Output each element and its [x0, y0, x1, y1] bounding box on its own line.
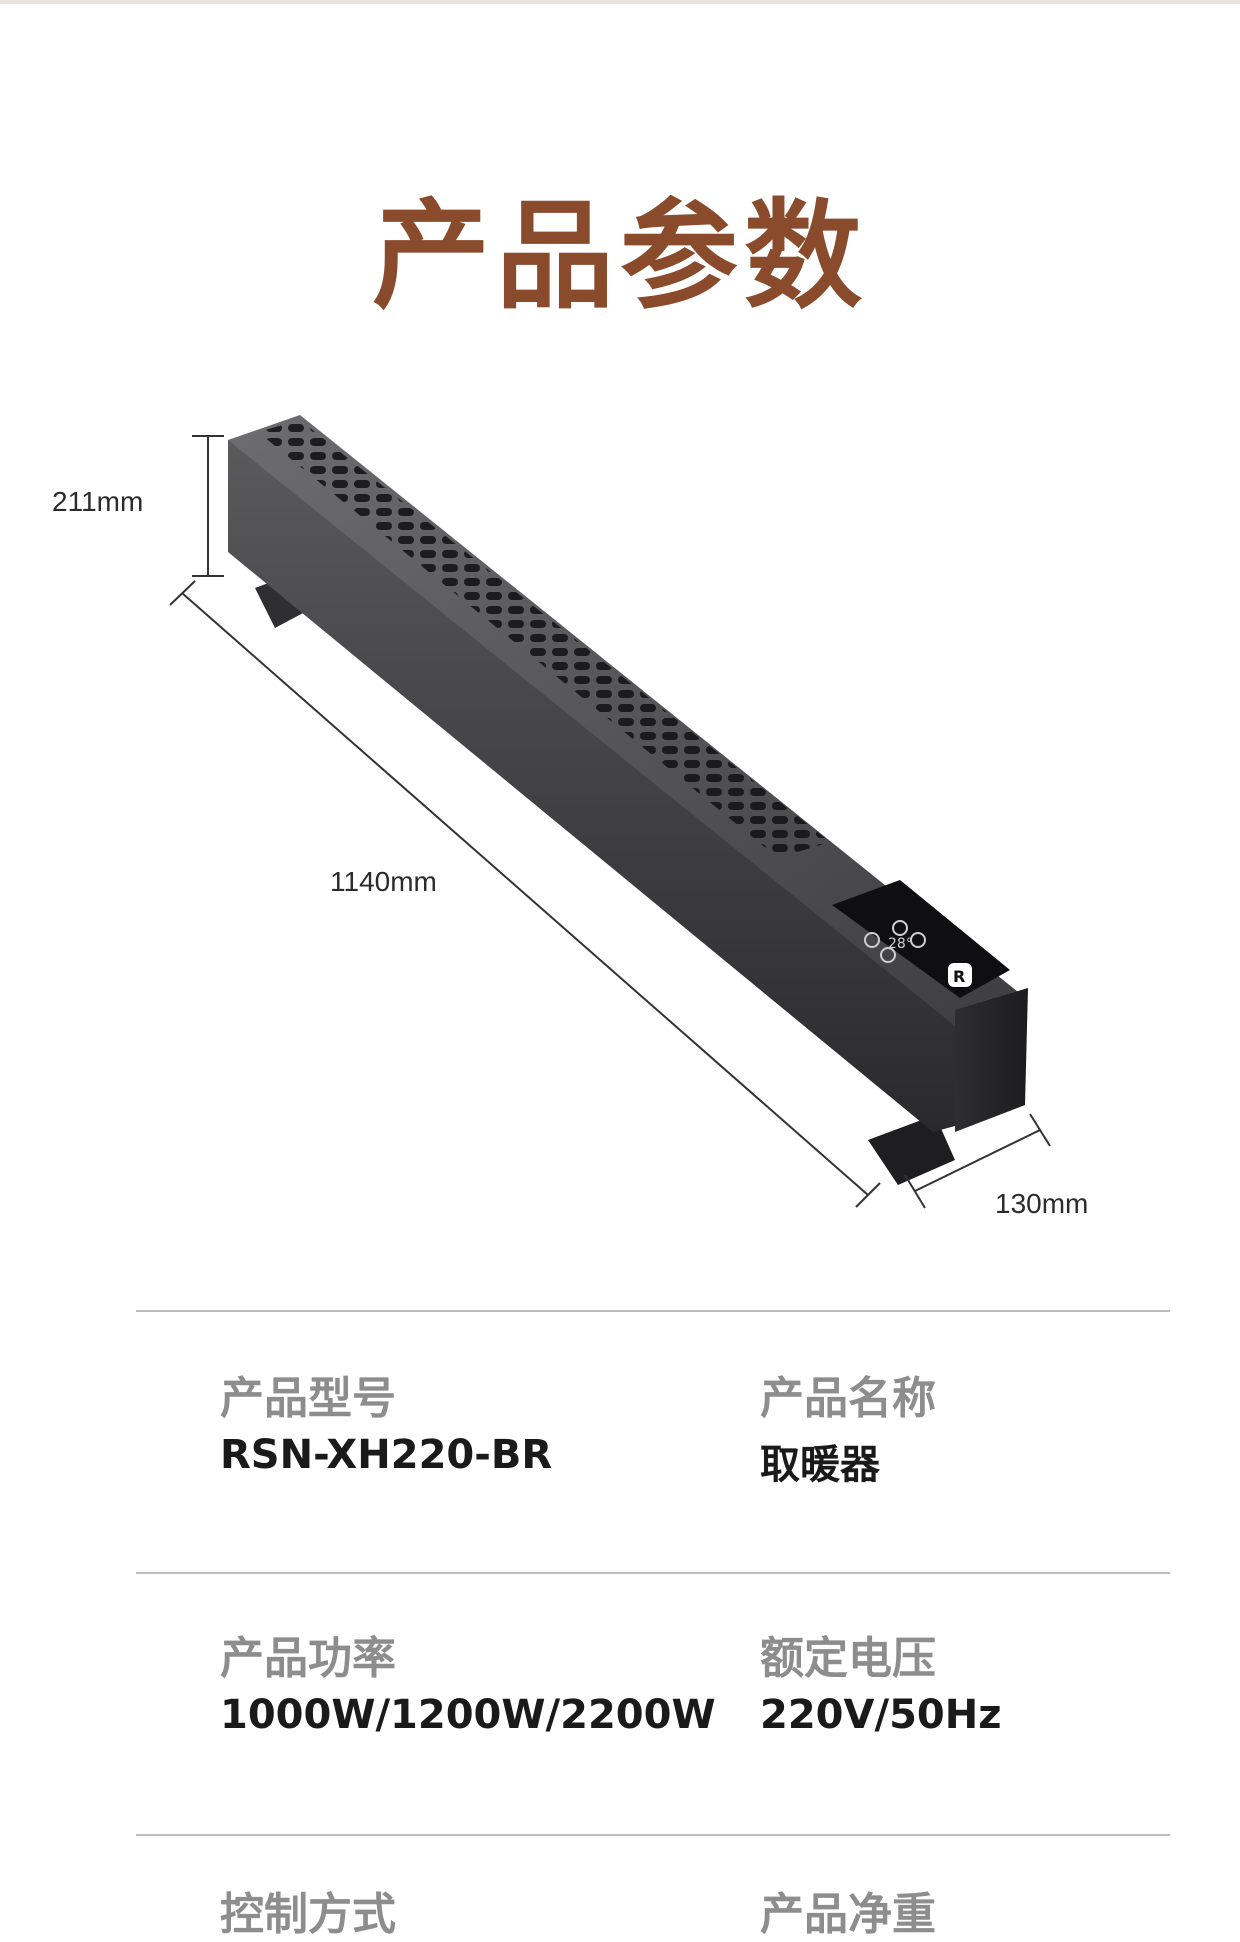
brand-logo: R: [948, 963, 972, 987]
spec-label-name: 产品名称: [760, 1373, 936, 1424]
spec-value-voltage: 220V/50Hz: [760, 1692, 1002, 1738]
dim-depth-label: 130mm: [995, 1188, 1089, 1219]
divider: [136, 1310, 1170, 1312]
page-title: 产品参数: [371, 187, 868, 325]
dim-length-label: 1140mm: [330, 866, 437, 897]
spec-value-power: 1000W/1200W/2200W: [220, 1692, 716, 1738]
spec-label-voltage: 额定电压: [760, 1633, 936, 1684]
divider: [136, 1572, 1170, 1574]
svg-text:R: R: [953, 967, 965, 986]
svg-text:28°: 28°: [888, 936, 913, 952]
spec-label-power: 产品功率: [220, 1633, 396, 1684]
spec-label-control: 控制方式: [220, 1889, 396, 1940]
spec-value-name: 取暖器: [760, 1442, 880, 1488]
dim-height-label: 211mm: [52, 486, 144, 517]
divider: [136, 1834, 1170, 1836]
baseboard-heater-image: 28° R: [169, 415, 1051, 1209]
spec-value-model: RSN-XH220-BR: [220, 1432, 553, 1478]
top-strip: [0, 0, 1240, 4]
spec-label-weight: 产品净重: [760, 1889, 936, 1940]
spec-label-model: 产品型号: [220, 1373, 396, 1424]
